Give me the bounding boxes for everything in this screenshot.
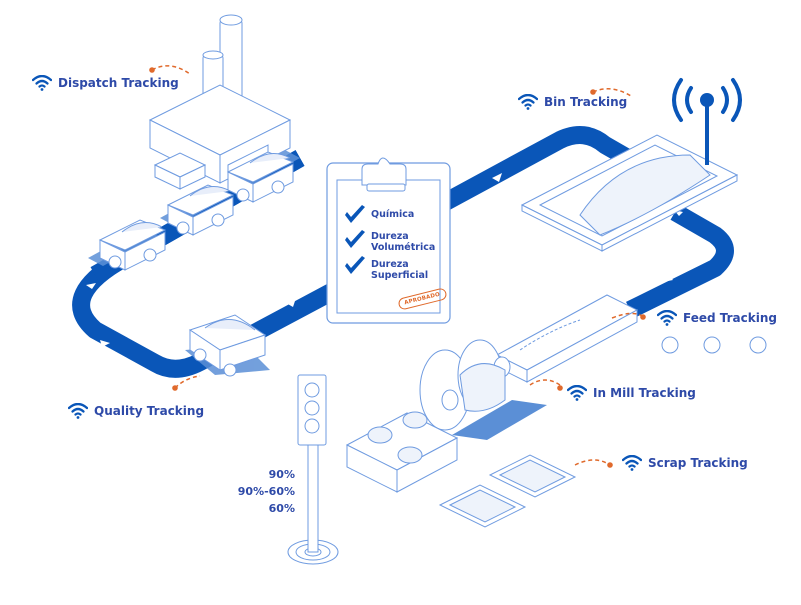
checklist-item: Dureza Superficial xyxy=(371,259,429,281)
direction-arrow-icon xyxy=(492,173,502,182)
broadcast-antenna-icon xyxy=(672,78,742,165)
traffic-light xyxy=(287,374,339,565)
scrap-tracking-label: Scrap Tracking xyxy=(622,455,748,471)
checkmark-icon xyxy=(345,205,365,223)
traffic-light-levels: 90% 90%-60% 60% xyxy=(225,466,295,517)
haul-truck xyxy=(98,219,167,271)
scrap-trays xyxy=(438,454,577,528)
label-text: In Mill Tracking xyxy=(593,386,696,400)
quality-tracking-label: Quality Tracking xyxy=(68,403,204,419)
haul-truck xyxy=(166,184,235,236)
sensor-dots xyxy=(149,67,646,468)
direction-arrow-icon xyxy=(663,275,673,282)
dispatch-tracking-label: Dispatch Tracking xyxy=(32,75,179,91)
haul-trucks xyxy=(98,151,295,377)
wifi-icon xyxy=(567,385,587,401)
haul-road-right xyxy=(435,126,734,319)
direction-arrow-icon xyxy=(100,340,110,347)
wifi-icon xyxy=(657,310,677,326)
direction-arrow-icon xyxy=(86,283,96,289)
checkmark-icon xyxy=(345,256,365,274)
in-mill-tracking-label: In Mill Tracking xyxy=(567,385,696,401)
checklist-item: Dureza Volumétrica xyxy=(371,231,436,253)
crushed-ore-tray xyxy=(345,411,459,493)
label-text: Scrap Tracking xyxy=(648,456,748,470)
quality-clipboard xyxy=(326,157,451,324)
level-mid: 90%-60% xyxy=(237,485,295,498)
wifi-icon xyxy=(68,403,88,419)
label-text: Dispatch Tracking xyxy=(58,76,179,90)
storage-bin xyxy=(520,134,739,252)
wifi-icon xyxy=(622,455,642,471)
wifi-icon xyxy=(32,75,52,91)
feed-conveyor xyxy=(495,294,639,383)
feed-tracking-label: Feed Tracking xyxy=(657,310,777,326)
feed-samples xyxy=(661,336,767,354)
label-text: Quality Tracking xyxy=(94,404,205,418)
checklist-item: Química xyxy=(371,209,415,220)
label-text: Feed Tracking xyxy=(683,311,777,325)
direction-arrow-icon xyxy=(286,298,296,307)
label-text: Bin Tracking xyxy=(544,95,628,109)
bin-tracking-label: Bin Tracking xyxy=(518,94,627,110)
level-high: 90% xyxy=(268,468,295,481)
wifi-icon xyxy=(518,94,538,110)
checkmark-icon xyxy=(345,230,365,248)
haul-truck xyxy=(226,151,295,203)
level-low: 60% xyxy=(268,502,295,515)
quality-truck xyxy=(188,314,267,377)
grinding-mill xyxy=(419,339,547,440)
